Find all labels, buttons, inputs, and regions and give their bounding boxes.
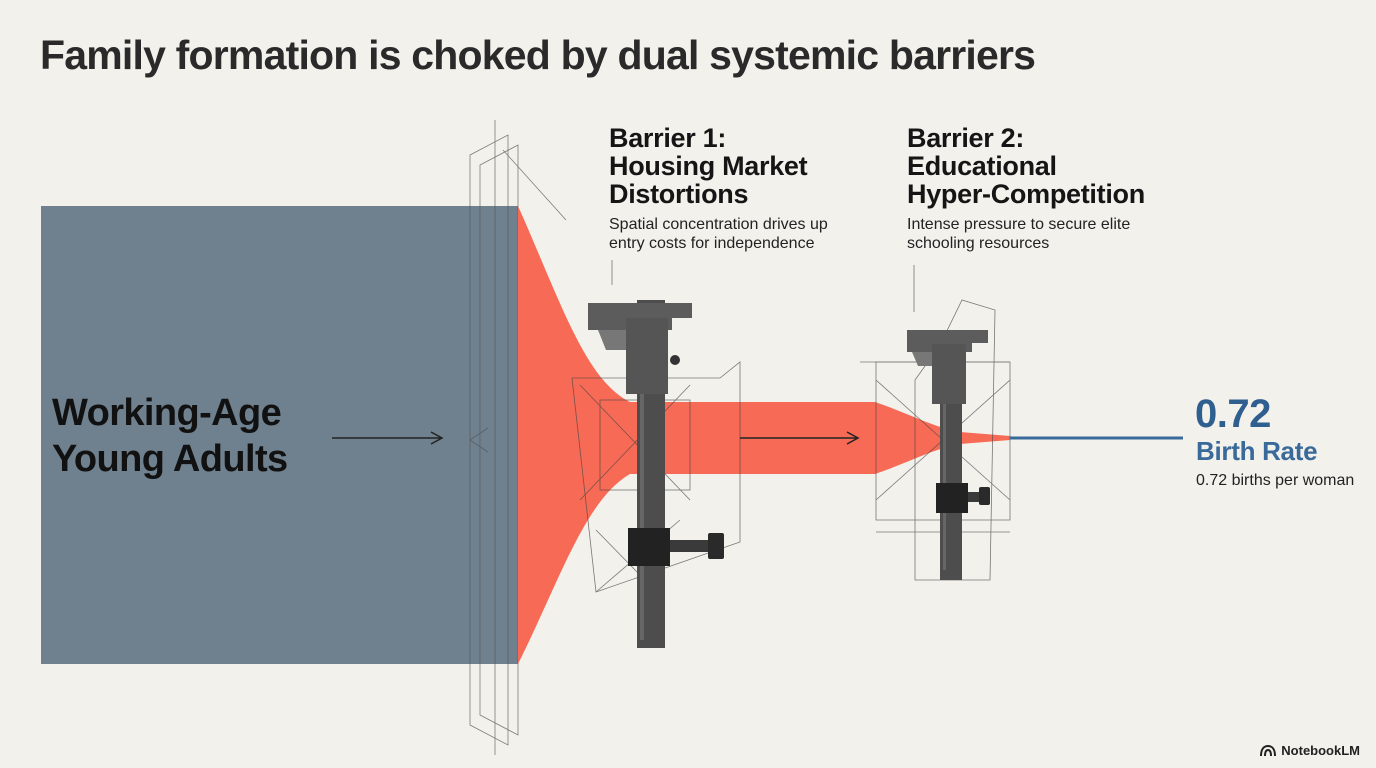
source-label-line: Young Adults xyxy=(52,438,288,480)
barrier-1-title-line: Distortions xyxy=(609,179,749,209)
barrier-2-title: Barrier 2: Educational Hyper-Competition xyxy=(907,124,1145,208)
barrier-1-title: Barrier 1: Housing Market Distortions xyxy=(609,123,808,209)
caliper-1-icon xyxy=(588,300,724,648)
birth-rate-label: Birth Rate xyxy=(1196,436,1318,466)
brand-watermark: NotebookLM xyxy=(1260,743,1360,758)
source-label: Working-Age Young Adults xyxy=(52,390,288,482)
barrier-2-title-line: Educational xyxy=(907,151,1057,181)
notebooklm-logo-icon xyxy=(1260,744,1277,756)
caliper-2-icon xyxy=(907,330,990,580)
birth-rate-value: 0.72 xyxy=(1195,392,1271,436)
barrier-1-description-line: entry costs for independence xyxy=(609,235,815,252)
barrier-2-title-line: Barrier 2: xyxy=(907,123,1025,153)
barrier-1-title-line: Barrier 1: xyxy=(609,123,727,153)
birth-rate-description: 0.72 births per woman xyxy=(1196,472,1355,489)
barrier-2-description-line: schooling resources xyxy=(907,235,1050,252)
barrier-1-title-line: Housing Market xyxy=(609,151,808,181)
barrier-2-description: Intense pressure to secure elite schooli… xyxy=(907,215,1130,253)
red-funnel xyxy=(518,206,1010,664)
frame-panels xyxy=(469,120,567,755)
barrier-2-description-line: Intense pressure to secure elite xyxy=(907,216,1131,233)
barrier-2-title-line: Hyper-Competition xyxy=(907,179,1145,209)
barrier-1-description: Spatial concentration drives up entry co… xyxy=(609,215,828,253)
source-label-line: Working-Age xyxy=(52,392,282,434)
brand-name: NotebookLM xyxy=(1281,743,1360,758)
barrier-1-description-line: Spatial concentration drives up xyxy=(609,216,828,233)
page-title: Family formation is choked by dual syste… xyxy=(40,32,1036,78)
